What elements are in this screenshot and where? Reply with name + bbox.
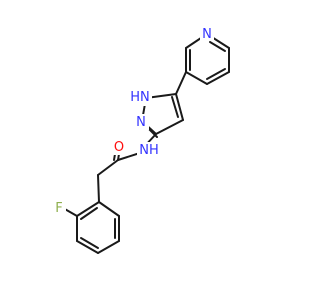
pyrazole-nh-label: HN [130, 90, 150, 105]
carbonyl-oxygen-label: O [114, 140, 124, 155]
fluorine-label: F [55, 201, 62, 216]
bond [97, 159, 119, 176]
bond [76, 240, 99, 254]
bond [97, 240, 120, 254]
bond [97, 174, 100, 203]
bond [185, 71, 208, 85]
bond [209, 41, 226, 52]
bond [206, 68, 226, 80]
bond [175, 93, 184, 121]
pyrazole-nitrogen-label: N [136, 115, 146, 130]
bond [80, 237, 99, 249]
bond [80, 207, 98, 220]
molecule-diagram: N HN N NH O F [52, 25, 230, 254]
bond [175, 71, 187, 95]
bond [206, 71, 230, 85]
fluorophenyl-ring [76, 201, 120, 254]
bond [171, 96, 179, 118]
bond [155, 119, 184, 135]
bond [98, 201, 120, 217]
amide-nh-label: NH [139, 143, 159, 158]
pyridine-nitrogen-label: N [202, 27, 212, 42]
bond [76, 201, 100, 217]
atom-labels: N HN N NH O F [52, 25, 214, 216]
